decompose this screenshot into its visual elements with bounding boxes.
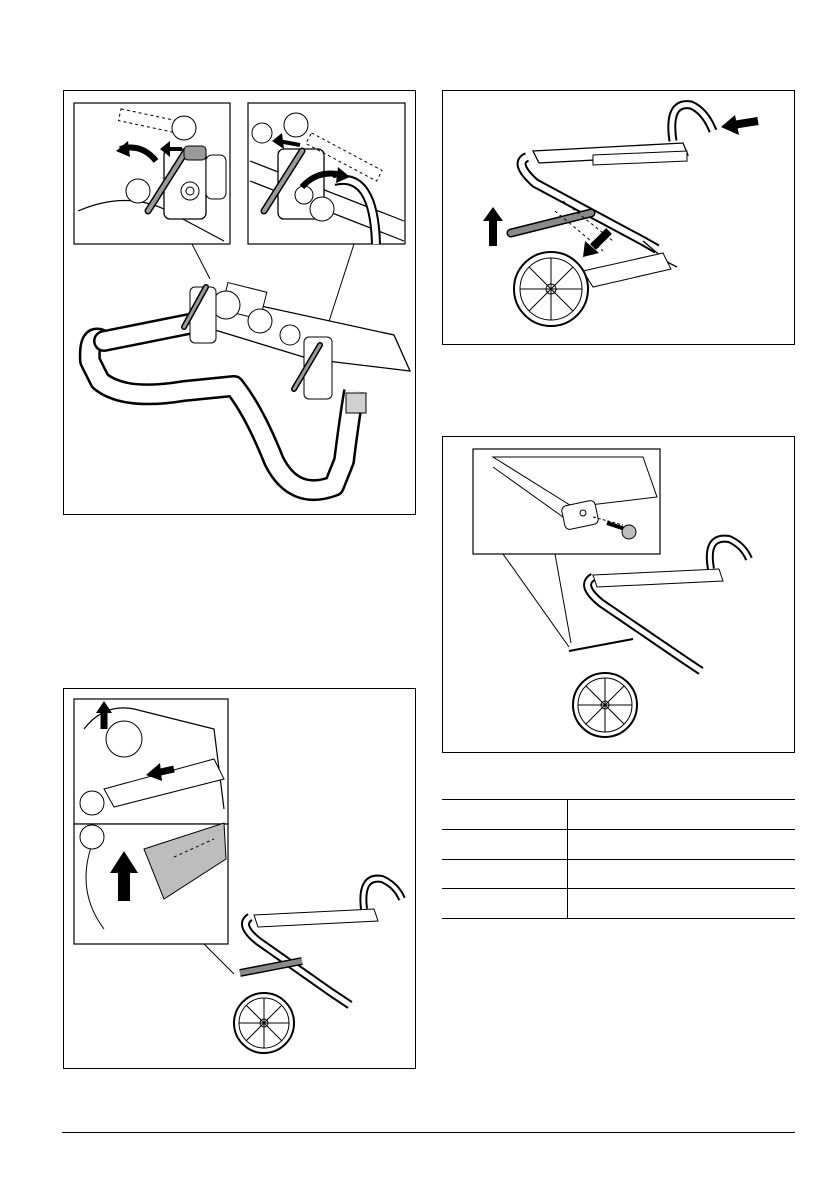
detach-pin-illustration xyxy=(443,437,796,754)
lift-arrow xyxy=(483,207,503,246)
table-row xyxy=(442,800,795,830)
trolley-frame xyxy=(569,539,749,671)
table-cell xyxy=(568,829,796,859)
callout-1 xyxy=(172,116,196,140)
figure-detach-pin xyxy=(442,436,795,753)
spec-table xyxy=(442,799,795,919)
wheel xyxy=(514,252,588,326)
table-cell xyxy=(568,889,796,919)
table-row xyxy=(442,889,795,919)
table-row xyxy=(442,829,795,859)
callout-b xyxy=(80,825,104,849)
wheel xyxy=(573,673,637,737)
table-cell xyxy=(442,800,568,830)
inset-pin xyxy=(473,449,660,554)
footer-rule xyxy=(62,1132,795,1133)
handle-lock-illustration xyxy=(64,91,417,516)
wheel xyxy=(234,993,294,1053)
inset-top xyxy=(74,699,228,824)
table-cell xyxy=(568,800,796,830)
callout-3 xyxy=(284,113,308,137)
handlebar-assembly xyxy=(90,283,410,491)
callout-a xyxy=(80,791,104,815)
table-cell xyxy=(568,859,796,889)
inset-left-lever xyxy=(74,103,230,244)
figure-fold-handle-frame xyxy=(442,90,795,345)
table-row xyxy=(442,859,795,889)
table-cell xyxy=(442,889,568,919)
down-arrow xyxy=(583,231,609,257)
push-arrow xyxy=(721,115,758,135)
trolley-frame xyxy=(240,879,402,1005)
figure-handle-lock-levers xyxy=(63,90,416,515)
table-cell xyxy=(442,829,568,859)
fold-frame-illustration xyxy=(443,91,796,346)
axle-release-illustration xyxy=(64,689,417,1070)
inset-bottom xyxy=(74,823,228,944)
table-cell xyxy=(442,859,568,889)
inset-right-lever xyxy=(248,103,405,244)
callout-2 xyxy=(126,179,150,203)
figure-axle-release xyxy=(63,688,416,1069)
